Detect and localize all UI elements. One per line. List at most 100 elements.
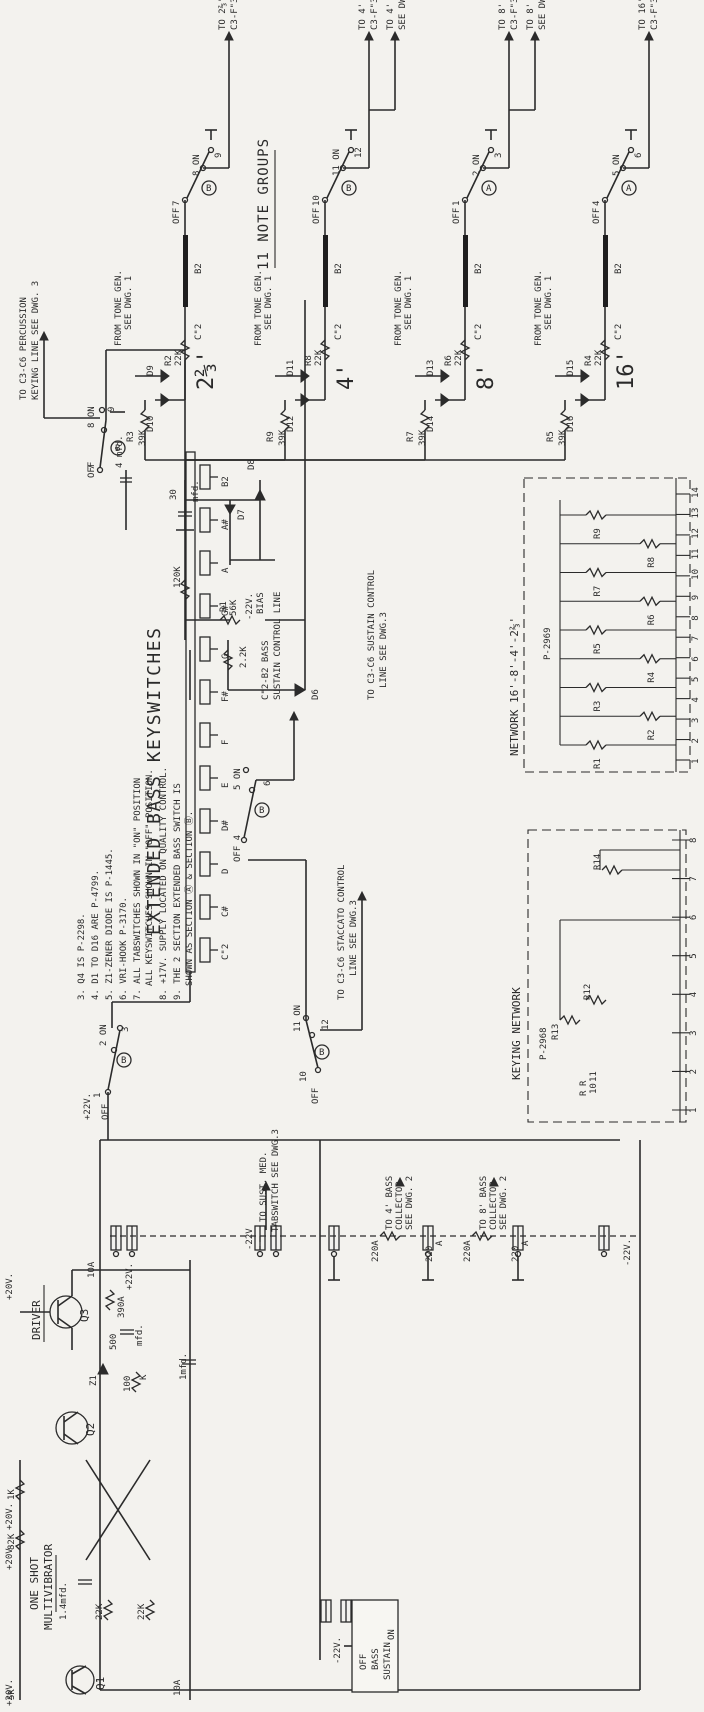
resistor-label: R5 [546, 431, 556, 442]
keyswitch[interactable]: F# [199, 679, 231, 705]
network-resistor [639, 595, 661, 607]
switch-pole-label: 7 [172, 201, 182, 206]
notes-block: 3. Q4 IS P-2298. 4. D1 TO D16 ARE P-4799… [77, 767, 195, 1000]
svg-text:11: 11 [589, 1071, 599, 1082]
destination-label: TO 4' GROUP I [358, 0, 368, 30]
svg-text:K: K [139, 1374, 149, 1380]
diode-icon [440, 393, 450, 407]
resistor-22k [459, 339, 471, 361]
resistor-value: 22K [454, 349, 464, 366]
svg-text:mfd.: mfd. [191, 480, 201, 502]
plug-connector [422, 1225, 434, 1258]
keyswitch[interactable]: E [199, 765, 231, 791]
svg-text:OFF 4: OFF 4 [233, 835, 243, 862]
diode-d6-icon [294, 683, 306, 697]
bass-sustain-switch[interactable]: OFF BASS SUSTAIN ON -22V. [333, 1599, 399, 1693]
keyswitch-label: D [221, 869, 231, 874]
destination-label: C3-F"3 SEE DWG.4 [370, 0, 380, 30]
svg-text:OFF: OFF [101, 1104, 111, 1120]
keyswitch-contact[interactable] [199, 636, 211, 662]
keyswitch-contact[interactable] [199, 464, 211, 490]
switch-off-label: OFF [312, 208, 322, 224]
switch-blade[interactable] [186, 151, 210, 199]
svg-text:Z1: Z1 [89, 1375, 99, 1386]
resistor-label: R9 [593, 528, 603, 539]
keyswitch-contact[interactable] [199, 937, 211, 963]
svg-text:1K: 1K [7, 1489, 17, 1500]
svg-text:22K: 22K [95, 1603, 105, 1620]
resistor-label: R6 [444, 355, 454, 366]
keyswitch[interactable]: A# [199, 507, 231, 533]
keyswitch[interactable]: G [199, 636, 231, 662]
keyswitch[interactable]: A [199, 550, 231, 576]
pin-label: 4 [689, 992, 699, 997]
keyswitch[interactable]: F [199, 722, 231, 748]
switch-on-label: 8 ON [192, 154, 202, 176]
keyswitch-contact[interactable] [199, 722, 211, 748]
switch-pole-label: 12 [354, 147, 364, 158]
note-6: 6. VRI-HOOK P-3170. [119, 897, 129, 1000]
note-7b: ALL KEYSWITCHES SHOWN IN "OFF" POSITION. [145, 769, 155, 986]
keyswitch-contact[interactable] [199, 765, 211, 791]
switch-a-blade [107, 1029, 121, 1091]
resistor-39k [139, 409, 151, 431]
keyswitch-contact[interactable] [199, 593, 211, 619]
keyswitch[interactable]: C# [199, 894, 231, 920]
keyswitch[interactable]: G# [199, 593, 231, 619]
keyswitch-contact[interactable] [199, 550, 211, 576]
pin-label: 5 [691, 677, 701, 682]
pin-label: 12 [691, 528, 701, 539]
svg-text:P-2968: P-2968 [539, 1027, 549, 1060]
switch-blade[interactable] [606, 151, 630, 199]
sustain-arrow-icon [289, 710, 299, 721]
footage-network-title: NETWORK 16'-8'-4'-2⅔' [508, 617, 521, 756]
resistor-value: 39K [138, 429, 148, 446]
keyswitch-label: D# [221, 820, 231, 831]
note-4: 4. D1 TO D16 ARE P-4799. [91, 870, 101, 1000]
svg-text:SEE DWG. 2: SEE DWG. 2 [499, 1176, 509, 1230]
plug-connector [598, 1225, 610, 1258]
note-group-bus [603, 235, 608, 307]
diode-icon [160, 369, 170, 383]
switch-off-label: OFF [592, 208, 602, 224]
switch-on-label: 11 ON [332, 149, 342, 176]
keyswitch-contact[interactable] [199, 679, 211, 705]
keyswitch-contact[interactable] [199, 894, 211, 920]
resistor-22k-a [102, 1599, 114, 1621]
resistor-39k [279, 409, 291, 431]
pin-label: 11 [691, 549, 701, 560]
pin-label: 8 [691, 615, 701, 620]
keyswitch[interactable]: B2 [199, 464, 231, 490]
tone-gen-label: FROM TONE GEN. [254, 270, 264, 346]
network-resistor [585, 624, 607, 636]
footage-label: 2⅔' [194, 350, 219, 390]
svg-text:TO C3-C6 STACCATO CONTROL: TO C3-C6 STACCATO CONTROL [337, 865, 347, 1000]
destination-label: TO 8' BASS COLL. [526, 0, 536, 30]
note-groups-title: 11 NOTE GROUPS [256, 138, 272, 270]
switch-blade[interactable] [326, 151, 350, 199]
svg-text:SEE DWG. 2: SEE DWG. 2 [405, 1176, 415, 1230]
svg-text:R12: R12 [583, 984, 593, 1000]
resistor-label: R6 [647, 614, 657, 625]
keyswitch[interactable]: D# [199, 808, 231, 834]
tone-gen-label: SEE DWG. 1 [124, 276, 134, 330]
diode-label: D16 [566, 416, 576, 432]
svg-text:5 ON: 5 ON [233, 768, 243, 790]
keyswitch[interactable]: C"2 [199, 937, 231, 963]
keyswitch-row: C"2 C# D D# EF F# G G# A A# B2 [199, 464, 231, 963]
svg-text:R: R [579, 1090, 589, 1096]
section-icon [201, 180, 217, 196]
note-8: 8. +17V. SUPPLY LOCATED ON QUALITY CONTR… [159, 767, 169, 1000]
keyswitch-contact[interactable] [199, 851, 211, 877]
switch-blade[interactable] [466, 151, 490, 199]
keyswitch[interactable]: D [199, 851, 231, 877]
keyswitch-contact[interactable] [199, 507, 211, 533]
footage-label: 16' [614, 350, 639, 390]
keyswitch-contact[interactable] [199, 808, 211, 834]
pin-label: 4 [691, 697, 701, 702]
destination-label: SEE DWG.2 [398, 0, 408, 30]
